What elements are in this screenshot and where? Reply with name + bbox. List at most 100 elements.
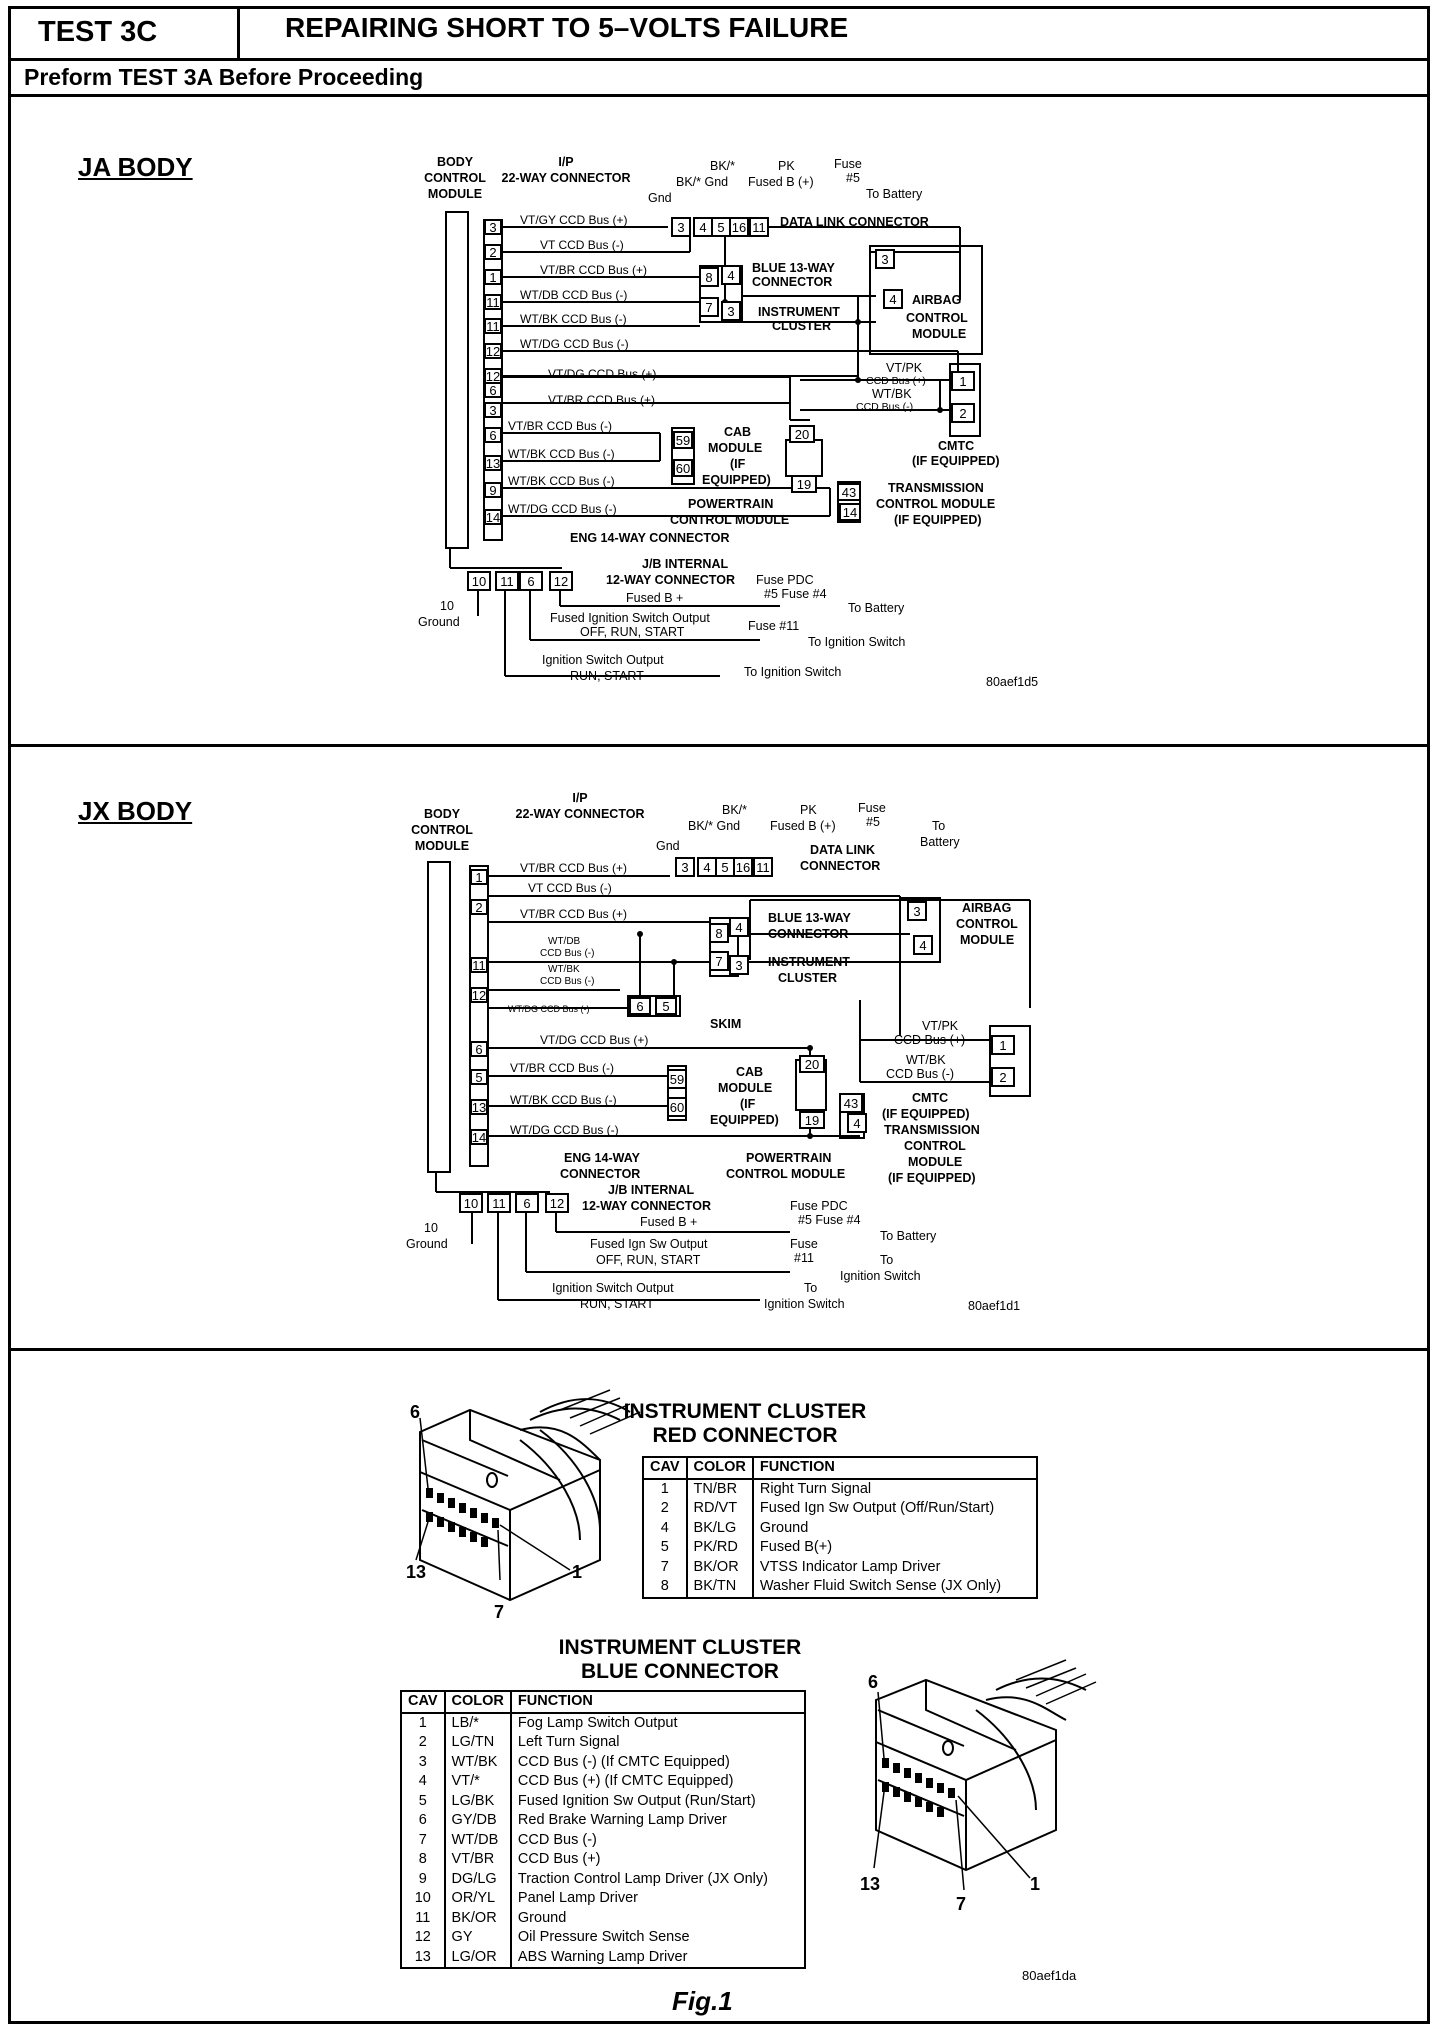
jx-fuse-label: Fuse	[858, 801, 886, 815]
red-connector-cav: 5	[642, 1538, 688, 1558]
red-connector-color: BK/OR	[685, 1557, 754, 1577]
subtitle-rule	[8, 94, 1430, 97]
blue-connector-cav: 11	[400, 1908, 446, 1928]
jx-airbag-pin: 4	[919, 938, 926, 953]
ja-airbag-pin: 4	[889, 292, 896, 307]
jx-ip-wire-label: WT/DB	[548, 936, 581, 947]
ja-cab-label: MODULE	[708, 441, 762, 455]
col-header: FUNCTION	[509, 1690, 806, 1714]
ja-jb-pin-box	[519, 571, 543, 591]
jx-bcm-label: CONTROL	[411, 823, 473, 837]
ja-tcm-label: CONTROL MODULE	[876, 497, 995, 511]
jx-airbag-label: AIRBAG	[962, 901, 1011, 915]
jx-cab-pin: 19	[805, 1113, 819, 1128]
blue-connector-cav: 12	[400, 1928, 446, 1948]
red-callout-7: 7	[494, 1602, 504, 1622]
jx-cmtc-label: CMTC	[912, 1091, 948, 1105]
ja-ground-label: 10	[440, 599, 454, 613]
ja-ground-label: Ground	[418, 615, 460, 629]
jx-jb-label: 12-WAY CONNECTOR	[582, 1199, 711, 1213]
ja-gnd-label: Gnd	[648, 191, 672, 205]
figure-caption: Fig.1	[672, 1986, 733, 2016]
test-id: TEST 3C	[38, 16, 158, 48]
jx-cmtc-pin-box	[991, 1035, 1015, 1055]
ja-pcm-pin: 59	[676, 433, 690, 448]
red-connector-function: VTSS Indicator Lamp Driver	[751, 1557, 1038, 1577]
ja-tcm-pin-box	[837, 483, 861, 501]
ja-bcm-label: CONTROL	[424, 171, 486, 185]
ja-blue13-label: CONNECTOR	[752, 275, 832, 289]
ja-eng-pin-box	[484, 455, 502, 471]
ja-jb-pin: 10	[472, 574, 486, 589]
jx-dlc-pin: 5	[721, 860, 728, 875]
jx-jb-dest: Ignition Switch	[840, 1269, 921, 1283]
ja-eng-wire-label: VT/DG CCD Bus (+)	[548, 367, 656, 381]
red-connector-function: Fused B(+)	[751, 1538, 1038, 1558]
jx-tcm-label: MODULE	[908, 1155, 962, 1169]
ja-fuse-label: PK	[778, 159, 795, 173]
ja-eng-pin-box	[484, 382, 502, 398]
red-connector-cav: 4	[642, 1518, 688, 1538]
red-callout-13: 13	[406, 1562, 426, 1582]
ja-cmtc-module	[949, 363, 981, 437]
blue-connector-function: CCD Bus (-)	[509, 1830, 806, 1850]
ja-eng-label: ENG 14-WAY CONNECTOR	[570, 531, 730, 545]
ja-blue13-label: BLUE 13-WAY	[752, 261, 836, 275]
ja-jb-pin-box	[549, 571, 573, 591]
jx-jb-pin-box	[545, 1193, 569, 1213]
jx-cab-pin-box	[799, 1111, 825, 1129]
jx-pcm-pin-box	[667, 1097, 687, 1117]
blue-connector-cav: 8	[400, 1850, 446, 1870]
ja-dlc-label: DATA LINK CONNECTOR	[780, 215, 929, 229]
blue-connector-drawing	[875, 1677, 1087, 1872]
ja-tcm-label: TRANSMISSION	[888, 481, 984, 495]
ja-eng-wire-label: WT/BK CCD Bus (-)	[508, 474, 615, 488]
ja-ip-label: 22-WAY CONNECTOR	[502, 171, 631, 185]
jx-dlc-pin: 4	[703, 860, 710, 875]
ja-ip-pin: 1	[489, 270, 496, 285]
jx-jb-dest: To	[804, 1281, 817, 1295]
ja-eng-pin-box	[484, 482, 502, 498]
ja-bcm-label: MODULE	[428, 187, 482, 201]
ja-ip-pin: 3	[489, 220, 496, 235]
red-connector-function: Right Turn Signal	[751, 1478, 1038, 1499]
ja-tcm-label: (IF EQUIPPED)	[894, 513, 982, 527]
jx-jb-wire-label: Fused Ign Sw Output	[590, 1237, 708, 1251]
red-title-line: RED CONNECTOR	[652, 1424, 838, 1447]
ja-ip-wire-label: WT/BK CCD Bus (-)	[520, 312, 627, 326]
blue-connector-cav: 7	[400, 1830, 446, 1850]
jx-blue13-pin-box	[709, 951, 729, 971]
jx-ip-wire-label: WT/BK	[548, 964, 580, 975]
jx-pcm-pin: 60	[670, 1100, 684, 1115]
ja-dlc-pin-box	[749, 217, 769, 237]
jx-connector-strip	[469, 865, 489, 1167]
jx-blue13-label: BLUE 13-WAY	[768, 911, 852, 925]
jx-tcm-label: CONTROL	[904, 1139, 966, 1153]
ja-airbag-module	[869, 245, 983, 355]
ja-jb-dest: To Battery	[848, 601, 905, 615]
red-callout-6: 6	[410, 1402, 420, 1422]
ja-airbag-label: CONTROL	[906, 311, 968, 325]
ja-fuse-label: #5	[846, 171, 860, 185]
ja-cmtc-pin: 2	[959, 406, 966, 421]
jx-cab-label: CAB	[736, 1065, 763, 1079]
jx-tcm-pin-box	[847, 1113, 867, 1133]
jx-blue13-pin: 4	[735, 920, 742, 935]
ja-airbag-pin-box	[883, 289, 903, 309]
jx-cmtc-wire: CCD Bus (-)	[886, 1067, 954, 1081]
blue-connector-color: LG/BK	[443, 1791, 512, 1811]
ja-fuse-label: Fuse	[834, 157, 862, 171]
jx-cab-label: EQUIPPED)	[710, 1113, 779, 1127]
ja-tcm-pin: 43	[842, 485, 856, 500]
ja-eng-wire-label: WT/DG CCD Bus (-)	[508, 502, 617, 516]
blue-connector-function: Panel Lamp Driver	[509, 1889, 806, 1909]
blue-connector-function: Fused Ignition Sw Output (Run/Start)	[509, 1791, 806, 1811]
ja-ip-pin: 12	[486, 369, 500, 384]
ja-airbag-pin: 3	[881, 252, 888, 267]
